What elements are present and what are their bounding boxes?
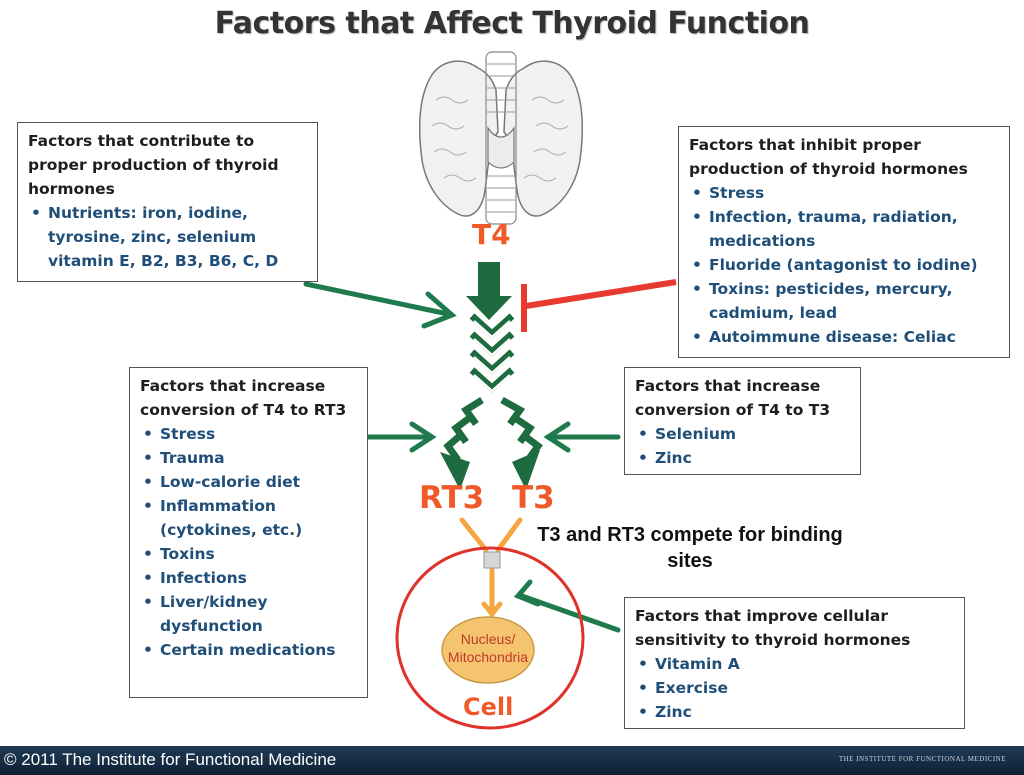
cellular-sensitivity-factors-list: Vitamin A Exercise Zinc bbox=[635, 652, 954, 724]
list-item: Vitamin A bbox=[635, 652, 954, 676]
nucleus-label: Nucleus/ Mitochondria bbox=[440, 630, 536, 666]
thyroid-isthmus bbox=[487, 126, 515, 169]
rt3-conversion-factors-box: Factors that increase conversion of T4 t… bbox=[129, 367, 368, 698]
list-item: Exercise bbox=[635, 676, 954, 700]
list-item: (cytokines, etc.) bbox=[160, 521, 303, 539]
split-chevrons-right bbox=[500, 396, 543, 463]
diagram-title: Factors that Affect Thyroid Function bbox=[214, 6, 810, 41]
t4-down-arrow bbox=[466, 262, 512, 320]
list-item: Stress bbox=[140, 422, 357, 446]
box-heading-line: Factors that increase bbox=[635, 377, 821, 395]
list-item: Nutrients: iron, iodine, bbox=[28, 201, 307, 225]
t3-arrowhead bbox=[512, 450, 540, 490]
rt3-label: RT3 bbox=[419, 480, 485, 516]
green-arrow-t3-conversion bbox=[543, 421, 621, 453]
box-heading-line: Factors that contribute to bbox=[28, 132, 255, 150]
thyroid-texture bbox=[431, 96, 569, 182]
t3-label: T3 bbox=[512, 480, 555, 516]
box-heading-line: sensitivity to thyroid hormones bbox=[635, 631, 911, 649]
box-heading-line: Factors that increase bbox=[140, 377, 326, 395]
chevron-stack bbox=[469, 313, 515, 393]
inhibit-factors-box: Factors that inhibit proper production o… bbox=[678, 126, 1010, 358]
list-item: Infections bbox=[140, 566, 357, 590]
list-item: Zinc bbox=[635, 700, 954, 724]
list-item: Stress bbox=[689, 181, 999, 205]
list-item: Trauma bbox=[140, 446, 357, 470]
green-arrow-contribute bbox=[303, 281, 457, 329]
list-item: Selenium bbox=[635, 422, 850, 446]
brand-text: THE INSTITUTE FOR FUNCTIONAL MEDICINE bbox=[838, 755, 1006, 763]
list-item: vitamin E, B2, B3, B6, C, D bbox=[48, 252, 279, 270]
trachea-rings bbox=[487, 63, 515, 213]
copyright-text: © 2011 The Institute for Functional Medi… bbox=[4, 750, 337, 769]
thyroid-gland-illustration bbox=[418, 51, 584, 225]
box-heading-line: proper production of thyroid bbox=[28, 156, 279, 174]
list-item: Fluoride (antagonist to iodine) bbox=[689, 253, 999, 277]
binding-site-receptor bbox=[483, 551, 501, 569]
list-item: Toxins bbox=[140, 542, 357, 566]
box-heading-line: Factors that inhibit proper bbox=[689, 136, 921, 154]
list-item: cadmium, lead bbox=[709, 304, 838, 322]
list-item: medications bbox=[709, 232, 816, 250]
trachea bbox=[485, 51, 517, 225]
box-heading-line: hormones bbox=[28, 180, 115, 198]
list-item: Inflammation bbox=[140, 494, 357, 518]
list-item: Toxins: pesticides, mercury, bbox=[689, 277, 999, 301]
chevron-stack-inner bbox=[473, 320, 511, 393]
t4-label: T4 bbox=[472, 218, 511, 251]
contribute-factors-list: Nutrients: iron, iodine, tyrosine, zinc,… bbox=[28, 201, 307, 273]
orange-arrows-to-receptor bbox=[459, 517, 523, 619]
list-item: Low-calorie diet bbox=[140, 470, 357, 494]
rt3-conversion-factors-list: Stress Trauma Low-calorie diet Inflammat… bbox=[140, 422, 357, 662]
binding-competition-line: T3 and RT3 compete for binding bbox=[537, 524, 843, 546]
cellular-sensitivity-factors-box: Factors that improve cellular sensitivit… bbox=[624, 597, 965, 729]
inhibit-factors-list: Stress Infection, trauma, radiation, med… bbox=[689, 181, 999, 349]
box-heading-line: Factors that improve cellular bbox=[635, 607, 889, 625]
nucleus-mitochondria-body bbox=[441, 616, 535, 684]
cell-membrane bbox=[395, 546, 585, 730]
binding-competition-note: T3 and RT3 compete for binding sites bbox=[530, 522, 850, 574]
box-heading-line: production of thyroid hormones bbox=[689, 160, 968, 178]
footer-bar: © 2011 The Institute for Functional Medi… bbox=[0, 746, 1024, 775]
split-chevrons-left bbox=[443, 397, 484, 463]
list-item: Infection, trauma, radiation, bbox=[689, 205, 999, 229]
list-item: tyrosine, zinc, selenium bbox=[48, 228, 257, 246]
thyroid-right-lobe bbox=[503, 60, 584, 217]
t3-conversion-factors-list: Selenium Zinc bbox=[635, 422, 850, 470]
nucleus-label-line: Nucleus/ bbox=[460, 631, 516, 647]
list-item: Liver/kidney bbox=[140, 590, 357, 614]
list-item: Zinc bbox=[635, 446, 850, 470]
list-item: Autoimmune disease: Celiac bbox=[689, 325, 999, 349]
thyroid-left-lobe bbox=[418, 60, 499, 217]
t3-conversion-factors-box: Factors that increase conversion of T4 t… bbox=[624, 367, 861, 475]
contribute-factors-box: Factors that contribute to proper produc… bbox=[17, 122, 318, 282]
rt3-arrowhead bbox=[440, 452, 470, 490]
box-heading-line: conversion of T4 to T3 bbox=[635, 401, 831, 419]
red-inhibit-line bbox=[521, 279, 677, 332]
green-arrow-sensitivity bbox=[513, 579, 621, 633]
binding-competition-line: sites bbox=[667, 550, 713, 572]
list-item: Certain medications bbox=[140, 638, 357, 662]
list-item: dysfunction bbox=[160, 617, 263, 635]
nucleus-label-line: Mitochondria bbox=[447, 649, 529, 665]
box-heading-line: conversion of T4 to RT3 bbox=[140, 401, 347, 419]
cell-label: Cell bbox=[463, 693, 514, 721]
